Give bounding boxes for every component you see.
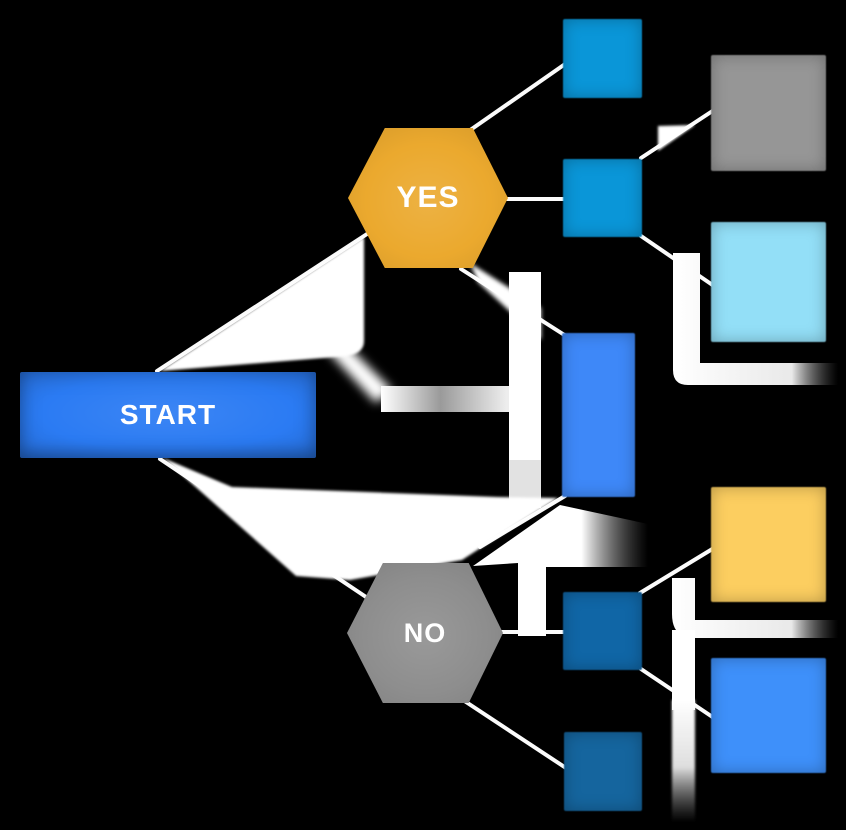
glow-tail-start xyxy=(324,340,392,403)
edge-no-darkblue-bottom xyxy=(461,698,571,772)
node-square-blue-lower[interactable] xyxy=(711,658,826,773)
node-square-blue-mid[interactable] xyxy=(563,159,642,237)
node-square-darkblue-bottom[interactable] xyxy=(564,732,642,811)
glow-vband-bottom-tail xyxy=(672,700,695,822)
glow-elbow-top-right xyxy=(673,253,838,385)
glow-band-no xyxy=(473,505,648,636)
glow-wedge-gray-line xyxy=(658,125,695,151)
node-yes-hexagon[interactable]: YES xyxy=(348,128,508,268)
node-yes-label: YES xyxy=(396,181,460,214)
glow-vband-bottom xyxy=(672,630,695,710)
node-square-yellow[interactable] xyxy=(711,487,826,602)
glow-hband-start xyxy=(381,386,513,412)
node-start[interactable]: START xyxy=(20,372,316,458)
node-rect-blue-center[interactable] xyxy=(562,333,635,497)
edge-yes-square-blue-top xyxy=(464,60,570,135)
node-square-gray[interactable] xyxy=(711,55,826,171)
node-square-skyblue[interactable] xyxy=(711,222,826,342)
node-start-label: START xyxy=(119,399,217,430)
node-no-hexagon[interactable]: NO xyxy=(347,563,503,703)
glow-vband xyxy=(509,272,541,472)
edge-start-yes xyxy=(155,232,369,373)
node-square-blue-top[interactable] xyxy=(563,19,642,98)
glow-elbow-bottom-right xyxy=(672,578,838,638)
glow-wedge-start-yes xyxy=(160,237,364,371)
node-square-darkblue-upper[interactable] xyxy=(563,592,642,670)
glow-wedge-start-no xyxy=(163,458,558,580)
node-no-label: NO xyxy=(403,617,447,648)
edge-darkblueupper-yellow xyxy=(638,546,716,595)
glow-artifacts xyxy=(160,125,838,822)
